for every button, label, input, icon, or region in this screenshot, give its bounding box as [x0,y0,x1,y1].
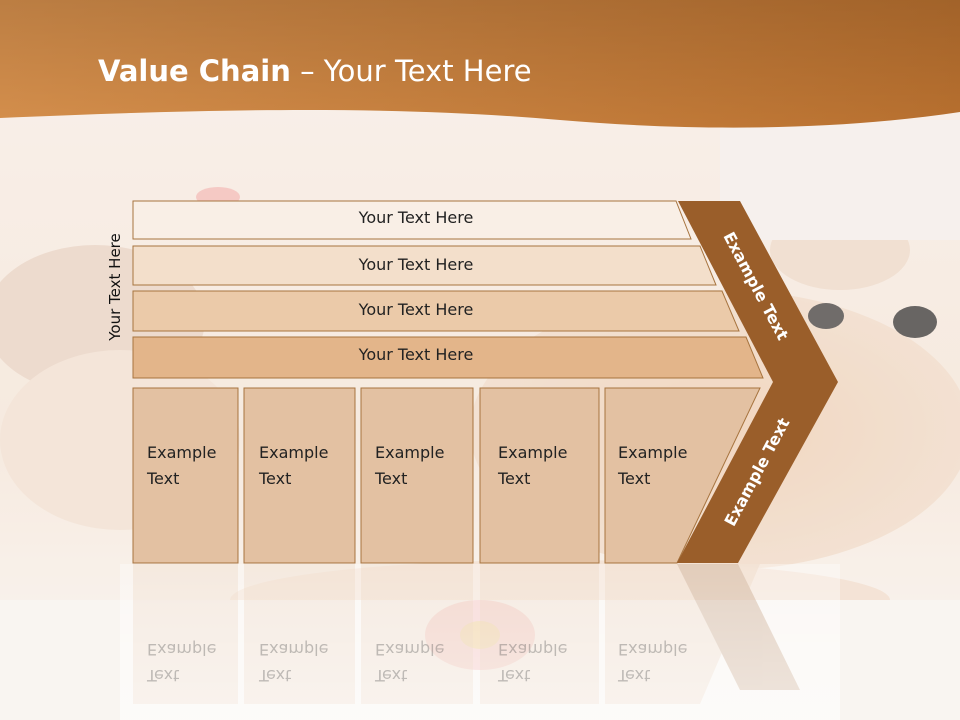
title-rest: – Your Text Here [290,54,532,88]
cell-3 [360,387,474,564]
bar-3 [132,290,740,332]
cell-5-line1: Example [618,443,688,462]
cell-2-label: Example Text [259,440,328,492]
cell-3-label: Example Text [375,440,444,492]
cell-5-label: Example Text [618,440,687,492]
bar-1-label: Your Text Here [358,208,474,227]
cell-2-line1: Example [259,443,329,462]
bar-1 [132,200,692,240]
cell-1-line2: Text [147,469,180,488]
cell-5-line2: Text [618,469,651,488]
cell-2-line2: Text [259,469,292,488]
bar-3-label: Your Text Here [358,300,474,319]
cell-2 [243,387,356,564]
cell-1-label: Example Text [147,440,216,492]
cell-3-line2: Text [375,469,408,488]
cell-4-line2: Text [498,469,531,488]
bar-2 [132,245,717,286]
cell-1-line1: Example [147,443,217,462]
header-band [0,0,960,128]
chevron-arrow [677,201,838,563]
cell-4-line1: Example [498,443,568,462]
slide-title: Value Chain – Your Text Here [98,54,532,88]
bar-4 [132,336,764,379]
cell-4 [479,387,600,564]
cell-4-label: Example Text [498,440,567,492]
cell-1 [132,387,239,564]
bar-2-label: Your Text Here [358,255,474,274]
cell-3-line1: Example [375,443,445,462]
title-bold: Value Chain [98,54,291,88]
bar-4-label: Your Text Here [358,345,474,364]
